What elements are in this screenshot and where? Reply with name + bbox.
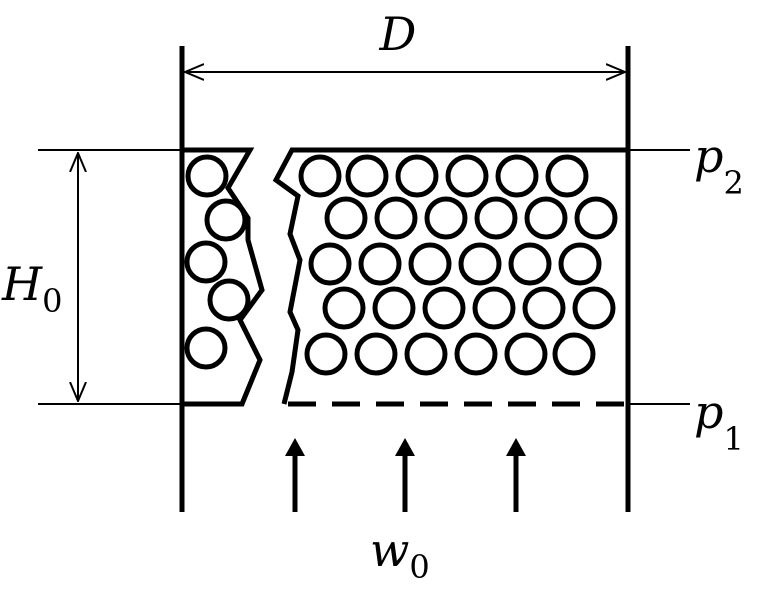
top-pressure-label: p2 <box>694 129 744 202</box>
particle <box>572 286 616 330</box>
particle <box>458 242 502 286</box>
particle <box>324 196 368 240</box>
particle <box>508 242 552 286</box>
particle <box>522 286 566 330</box>
particle <box>184 326 228 370</box>
particle <box>495 154 539 198</box>
particle <box>574 196 618 240</box>
velocity-subscript: 0 <box>409 548 429 586</box>
particle <box>404 332 448 376</box>
particle <box>472 286 516 330</box>
particle <box>308 242 352 286</box>
particle <box>504 332 548 376</box>
particle <box>374 196 418 240</box>
particle <box>298 154 342 198</box>
particle <box>395 154 439 198</box>
top-pressure-subscript: 2 <box>723 164 743 202</box>
particle <box>552 332 596 376</box>
diameter-label: D <box>379 7 417 61</box>
height-var: H <box>1 257 43 311</box>
bottom-pressure-var: p <box>694 385 723 439</box>
velocity-var: w <box>370 523 409 577</box>
particle <box>445 154 489 198</box>
particle <box>207 278 251 322</box>
top-pressure-var: p <box>694 129 723 183</box>
particle <box>204 198 248 242</box>
right-bed-segment-outline <box>272 147 628 405</box>
particle <box>345 154 389 198</box>
particle <box>408 242 452 286</box>
bottom-pressure-subscript: 1 <box>723 420 743 458</box>
particle <box>424 196 468 240</box>
bottom-pressure-label: p1 <box>694 385 744 458</box>
left-bed-segment-outline <box>182 147 265 407</box>
particle <box>358 242 402 286</box>
particle <box>474 196 518 240</box>
particle-group <box>184 154 618 376</box>
particle <box>184 240 228 284</box>
particle <box>558 242 602 286</box>
velocity-label: w0 <box>370 523 430 586</box>
particle <box>454 332 498 376</box>
height-subscript: 0 <box>42 282 62 320</box>
particle <box>304 332 348 376</box>
particle <box>372 286 416 330</box>
particle <box>322 286 366 330</box>
height-label: H0 <box>1 257 62 320</box>
particle <box>422 286 466 330</box>
particle <box>545 154 589 198</box>
particle <box>354 332 398 376</box>
particle <box>185 154 229 198</box>
particle <box>524 196 568 240</box>
